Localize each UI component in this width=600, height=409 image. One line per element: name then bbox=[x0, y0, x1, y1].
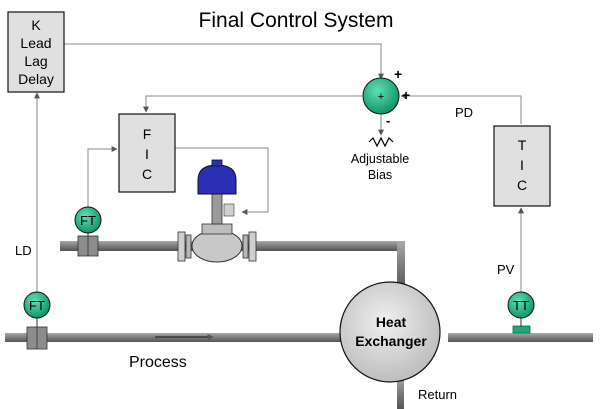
outlet-pipe bbox=[448, 333, 593, 342]
ff-line-delay: Delay bbox=[18, 71, 54, 87]
upper-pipe-down bbox=[397, 241, 405, 291]
summer-to-fic-line bbox=[143, 95, 362, 113]
fic-letter-i: I bbox=[145, 146, 149, 162]
pd-label: PD bbox=[455, 105, 473, 120]
fic-letter-c: C bbox=[142, 166, 152, 182]
summing-junction[interactable]: + bbox=[362, 77, 400, 115]
bias-zigzag-icon bbox=[368, 136, 394, 148]
pv-label: PV bbox=[497, 262, 515, 277]
summer-sign-bottom: - bbox=[386, 113, 390, 128]
fic-block[interactable]: F I C bbox=[118, 113, 176, 193]
ff-line-lag: Lag bbox=[24, 53, 47, 69]
heat-exchanger[interactable]: Heat Exchanger bbox=[339, 281, 441, 383]
bias-label-line2: Bias bbox=[368, 168, 392, 182]
valve-body bbox=[191, 229, 243, 263]
ft-to-fic-line bbox=[87, 146, 118, 208]
tic-letter-i: I bbox=[520, 157, 524, 173]
fic-to-valve-line bbox=[175, 147, 269, 215]
tt-label: TT bbox=[513, 298, 529, 313]
tic-letter-c: C bbox=[517, 177, 527, 193]
valve-actuator bbox=[197, 164, 237, 195]
ff-line-k: K bbox=[31, 17, 41, 33]
orifice-lower bbox=[26, 326, 48, 350]
feedforward-block[interactable]: K Lead Lag Delay bbox=[7, 11, 65, 93]
feedforward-signal-line bbox=[64, 43, 384, 80]
signal-lines bbox=[34, 43, 524, 292]
tic-block[interactable]: T I C bbox=[493, 125, 551, 207]
tic-letter-t: T bbox=[518, 137, 527, 153]
valve-positioner bbox=[223, 203, 235, 217]
return-label: Return bbox=[418, 387, 457, 402]
hx-line2: Exchanger bbox=[355, 333, 427, 349]
ff-line-lead: Lead bbox=[20, 35, 51, 51]
tic-to-summer-line bbox=[400, 93, 522, 124]
return-pipe bbox=[397, 376, 404, 409]
ld-label: LD bbox=[15, 243, 32, 258]
tt-transmitter[interactable]: TT bbox=[507, 291, 535, 327]
ft-upper-transmitter[interactable]: FT bbox=[74, 206, 102, 237]
valve-flange-left bbox=[177, 231, 186, 262]
valve-stem bbox=[211, 193, 223, 225]
control-valve[interactable] bbox=[177, 159, 257, 263]
valve-flange-right bbox=[248, 231, 257, 262]
hx-line1: Heat bbox=[376, 314, 407, 330]
summer-sign-top: + bbox=[394, 66, 402, 82]
fic-letter-f: F bbox=[143, 126, 152, 142]
ft-lower-label: FT bbox=[29, 298, 45, 313]
title: Final Control System bbox=[199, 9, 394, 32]
summer-sign-right: + bbox=[402, 87, 410, 103]
bias-label-line1: Adjustable bbox=[351, 152, 409, 166]
orifice-upper bbox=[77, 235, 99, 257]
ft-upper-label: FT bbox=[80, 213, 96, 228]
summer-symbol: + bbox=[378, 91, 384, 103]
ft-lower-transmitter[interactable]: FT bbox=[23, 291, 51, 328]
valve-bonnet bbox=[201, 223, 233, 235]
tt-sensor bbox=[512, 325, 531, 334]
process-label: Process bbox=[129, 354, 187, 371]
